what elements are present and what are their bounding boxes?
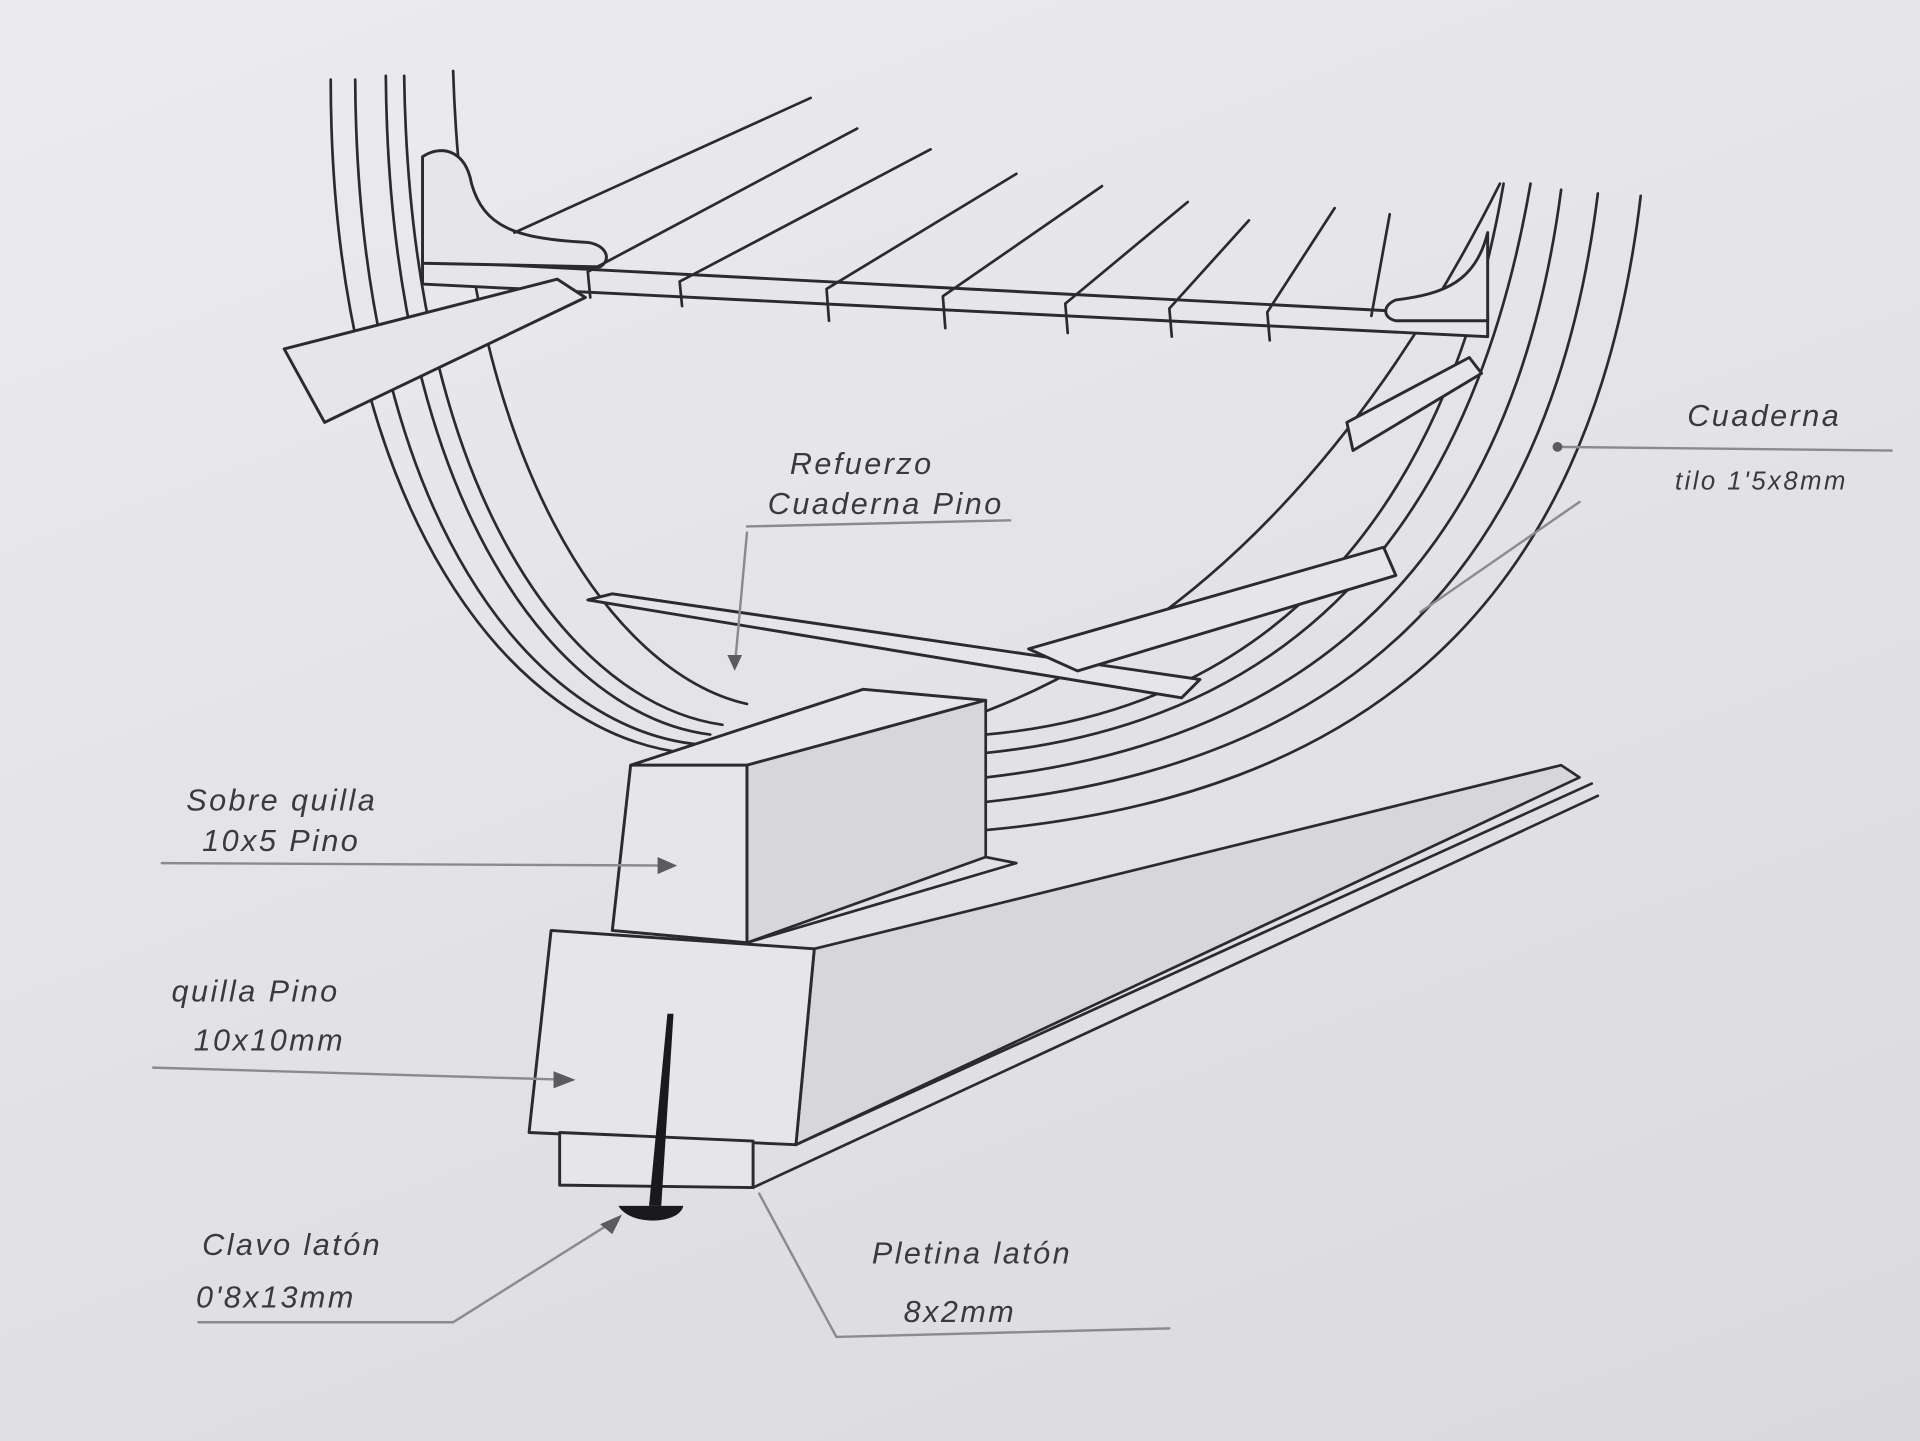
label-refuerzo-line2: Cuaderna Pino: [768, 487, 1004, 521]
label-sobrequilla-line2: 10x5 Pino: [202, 824, 360, 858]
label-quilla-line1: quilla Pino: [172, 974, 340, 1008]
label-pletina-line2: 8x2mm: [904, 1295, 1017, 1329]
frame-reinforcement: [586, 500, 1581, 700]
brass-nail: [618, 1013, 684, 1221]
label-quilla-line2: 10x10mm: [194, 1023, 345, 1057]
label-cuaderna-line1: Cuaderna: [1687, 399, 1841, 433]
label-clavo-line2: 0'8x13mm: [196, 1281, 356, 1315]
keelson-block: [610, 687, 1018, 945]
deck-beam: [282, 149, 1490, 453]
label-refuerzo-line1: Refuerzo: [790, 447, 934, 481]
deck-planks: [513, 96, 1392, 342]
label-clavo-line1: Clavo latón: [202, 1228, 382, 1262]
label-pletina-line1: Pletina latón: [872, 1236, 1072, 1270]
label-sobrequilla-line1: Sobre quilla: [186, 783, 377, 817]
leader-lines: [151, 441, 1893, 1339]
label-cuaderna-line2: tilo 1'5x8mm: [1675, 468, 1848, 496]
